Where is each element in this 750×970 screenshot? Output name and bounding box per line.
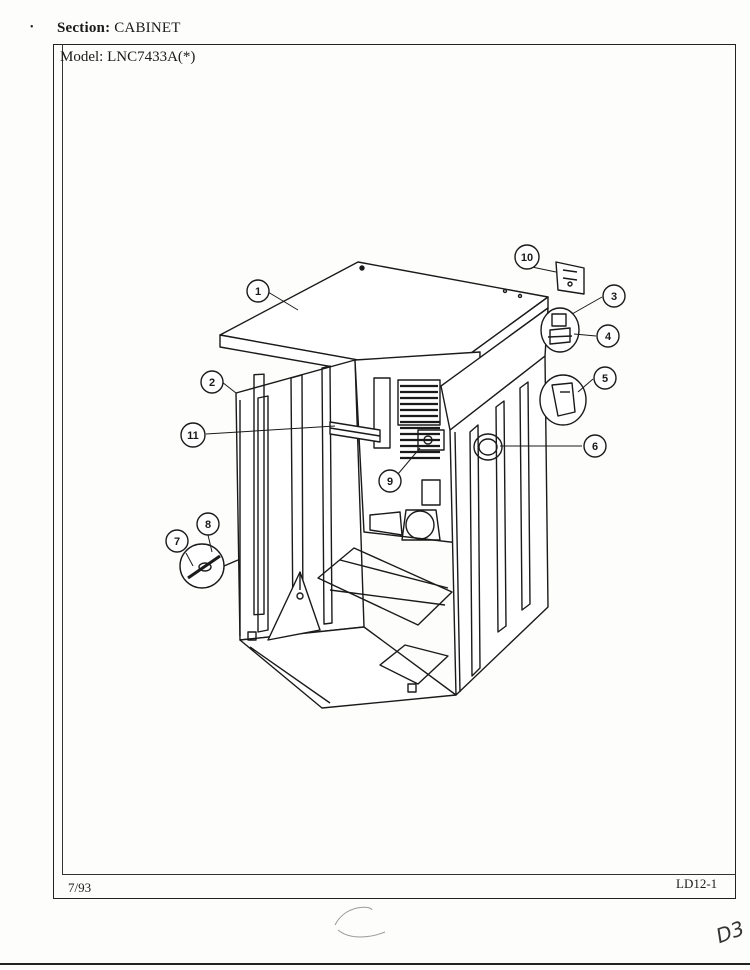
callout-3-label: 3 <box>611 291 617 303</box>
callout-7-label: 7 <box>174 536 180 548</box>
callout-7: 7 <box>165 529 189 553</box>
callout-4: 4 <box>596 324 620 348</box>
page-frame <box>53 44 736 899</box>
callout-2: 2 <box>200 370 224 394</box>
bullet-mark: • <box>30 22 34 33</box>
callout-11: 11 <box>180 422 206 448</box>
frame-inner-rule <box>62 44 63 874</box>
callout-9-label: 9 <box>387 476 393 488</box>
callout-5: 5 <box>593 366 617 390</box>
cabinet-base <box>239 547 457 709</box>
callout-6: 6 <box>583 434 607 458</box>
callout-6-label: 6 <box>592 441 598 453</box>
bracket-part-10 <box>555 261 585 295</box>
model-value: LNC7433A(*) <box>107 49 196 65</box>
callout-1: 1 <box>246 279 270 303</box>
frame-bottom-rule <box>62 874 736 875</box>
hose-detail-7-8 <box>179 543 239 589</box>
callout-2-label: 2 <box>209 377 215 389</box>
model-heading: Model: LNC7433A(*) <box>60 49 195 66</box>
footer-page-code: LD12-1 <box>676 876 718 891</box>
section-heading: Section: CABINET <box>57 20 181 37</box>
callout-4-label: 4 <box>605 331 612 343</box>
callout-9: 9 <box>378 469 402 493</box>
page-bottom-rule <box>0 963 750 965</box>
section-value: CABINET <box>114 20 181 36</box>
callout-8-label: 8 <box>205 519 211 531</box>
right-side-panel <box>417 307 549 696</box>
callout-10: 10 <box>514 244 540 270</box>
callout-10-label: 10 <box>521 252 533 264</box>
bracket-part-11 <box>329 421 381 443</box>
scan-smudge <box>334 906 386 938</box>
model-label: Model: <box>60 49 104 65</box>
clip-detail-5 <box>539 374 587 426</box>
footer-date: 7/93 <box>68 880 92 895</box>
callout-1-label: 1 <box>255 286 261 298</box>
callout-5-label: 5 <box>602 373 608 385</box>
section-label: Section: <box>57 20 111 36</box>
callout-8: 8 <box>196 512 220 536</box>
front-leg-support <box>267 571 321 641</box>
callout-11-label: 11 <box>187 430 199 442</box>
hinge-detail-3-4 <box>540 307 580 353</box>
callout-3: 3 <box>602 284 626 308</box>
